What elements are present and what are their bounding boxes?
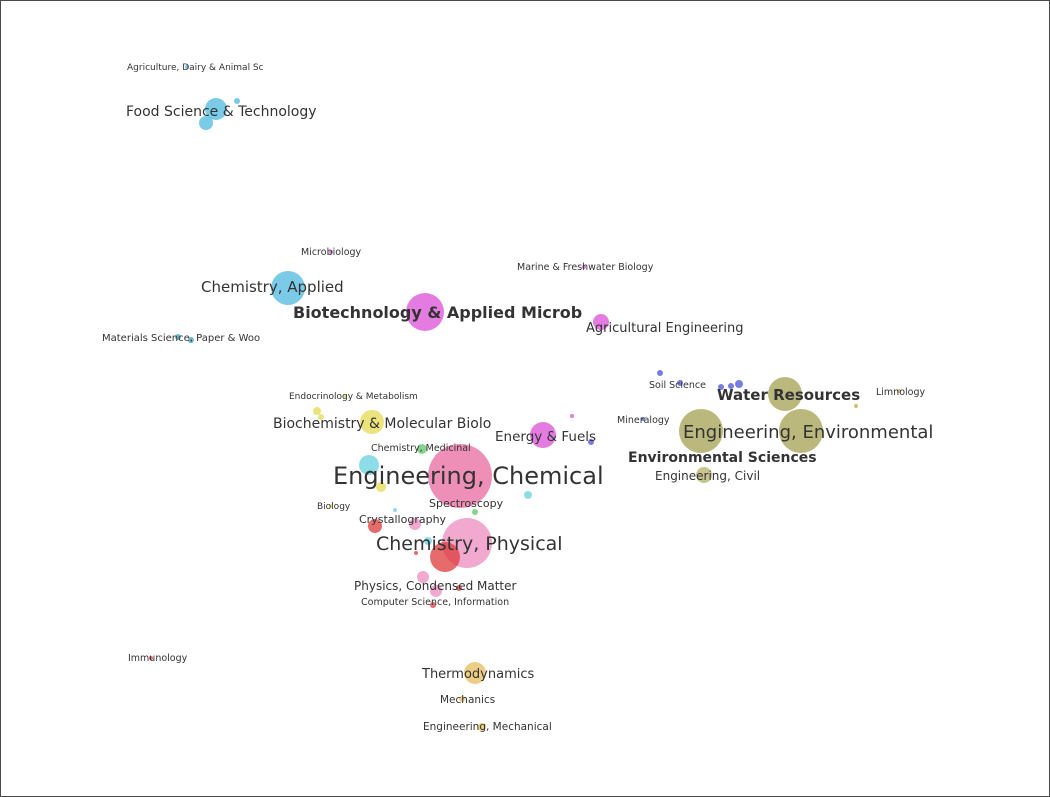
biochem-dot-a [313,407,321,415]
label-energy: Energy & Fuels [495,429,596,445]
bubble-layer [149,65,901,731]
label-phys-cond: Physics, Condensed Matter [354,579,517,593]
microbiology-dot [329,250,333,254]
biotech-bubble [406,293,444,331]
chem-phys-cyan [424,537,432,545]
label-env-sci: Environmental Sciences [628,450,817,466]
limnology-dot [897,389,901,393]
label-endocrin: Endocrinology & Metabolism [289,392,418,402]
phys-dot-d [456,585,462,591]
label-agri-dairy: Agriculture, Dairy & Animal Sc [127,63,264,73]
phys-dot-a [414,551,418,555]
chem-med-dot [417,444,427,454]
label-cs-info: Computer Science, Information [361,597,509,608]
label-mechanics: Mechanics [440,694,495,706]
biology-dot [329,504,333,508]
label-crystallography: Crystallography [359,513,447,526]
phys-dot-e [430,602,436,608]
env-sci-bubble [779,409,823,453]
label-mineralogy: Mineralogy [617,415,670,426]
soil-dot-d [735,380,743,388]
food-sci-bubble [205,98,227,120]
label-eng-chem: Engineering, Chemical [333,462,604,490]
spectro-green-dot [472,509,478,515]
label-soil: Soil Science [649,380,706,391]
label-chem-applied: Chemistry, Applied [201,278,344,296]
soil-dot-e [728,383,734,389]
agri-dairy-dot [185,65,189,69]
energy-cyan-dot [524,491,532,499]
soil-dot-c [718,384,724,390]
marine-dot [582,265,586,269]
label-materials-paper: Materials Science, Paper & Woo [102,333,260,344]
label-thermo: Thermodynamics [421,667,534,682]
eng-civil-bubble [696,467,712,483]
label-marine-fw: Marine & Freshwater Biology [517,262,654,273]
eng-chem-cyan [359,455,379,475]
label-immunology: Immunology [128,653,188,664]
eng-mech-dot [478,723,486,731]
label-biology: Biology [317,502,351,512]
label-spectroscopy: Spectroscopy [429,497,504,510]
energy-bubble [530,422,556,448]
label-biotech: Biotechnology & Applied Microb [293,303,582,322]
food-sci-bubble-small [199,116,213,130]
label-eng-mech: Engineering, Mechanical [423,721,552,733]
crystal-bubble [368,519,382,533]
soil-dot-a [657,370,663,376]
phys-dot-c [430,585,442,597]
label-food-sci: Food Science & Technology [126,104,317,120]
energy-blue-dot [588,439,594,445]
food-sci-dot [234,98,240,104]
biochem-dot-b [318,414,324,420]
materials-dot-a [175,334,181,340]
biochem-dot-c [376,482,386,492]
biochem-bubble [360,410,384,434]
mineralogy-dot [641,417,645,421]
label-water: Water Resources [717,386,860,404]
label-biochem: Biochemistry & Molecular Biolo [273,416,491,432]
agri-eng-bubble [593,314,609,330]
crystal-cyan-dot [393,508,397,512]
eng-env-bubble [679,409,723,453]
label-eng-civil: Engineering, Civil [655,469,760,483]
water-bubble [768,377,802,411]
energy-dot [570,414,574,418]
soil-dot-b [677,380,683,386]
immunology-dot [149,656,153,660]
materials-dot-b [188,337,194,343]
label-layer: Agriculture, Dairy & Animal Sc Food Scien… [102,63,933,733]
thermo-bubble [464,662,486,684]
endocrin-dot [343,394,347,398]
mechanics-dot [459,696,465,702]
label-chem-med: Chemistry, Medicinal [371,443,471,454]
label-microbiology: Microbiology [301,247,362,258]
crystal-pink [409,518,421,530]
limnology-dot-b [854,404,858,408]
label-agri-eng: Agricultural Engineering [586,321,744,336]
label-chem-phys: Chemistry, Physical [376,533,563,555]
label-limnology: Limnology [876,387,926,398]
label-eng-env: Engineering, Environmental [683,422,933,443]
phys-dot-b [417,571,429,583]
chem-applied-bubble [271,271,305,305]
chem-phys-red [430,542,460,572]
eng-chem-bubble [428,444,492,508]
